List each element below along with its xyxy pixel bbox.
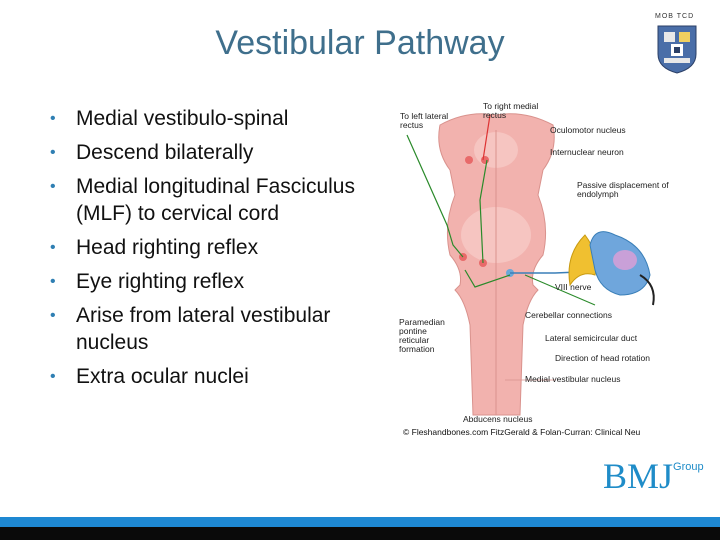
label-oculomotor-nucleus: Oculomotor nucleus (550, 125, 626, 135)
bullet-icon: • (50, 368, 56, 385)
diagram-illustration (406, 113, 655, 416)
bullet-item: •Head righting reflex (50, 236, 259, 259)
bullet-item: •Arise from lateral vestibular nucleus (50, 304, 331, 354)
label-left-lateral-rectus: To left lateral rectus (400, 111, 449, 130)
bullet-icon: • (50, 239, 56, 256)
bullet-item: •Descend bilaterally (50, 141, 254, 164)
bullet-item: •Eye righting reflex (50, 270, 245, 293)
bullet-list: •Medial vestibulo-spinal •Descend bilate… (50, 105, 390, 397)
page-title: Vestibular Pathway (215, 24, 505, 62)
label-viii-nerve: VIII nerve (555, 282, 592, 292)
bullet-item: •Medial longitudinal Fasciculus (MLF) to… (50, 175, 355, 225)
bmj-group-logo: BMJGroup (603, 455, 704, 497)
bullet-icon: • (50, 178, 56, 195)
bullet-item: •Medial vestibulo-spinal (50, 107, 289, 130)
label-internuclear-neuron: Internuclear neuron (550, 147, 624, 157)
label-right-medial-rectus: To right medial rectus (483, 101, 539, 120)
bullet-icon: • (50, 110, 56, 127)
label-cerebellar-connections: Cerebellar connections (525, 310, 612, 320)
label-paramedian-pontine: Paramedian pontine reticular formation (399, 317, 445, 354)
bmj-logo-text: BMJ (603, 456, 674, 496)
bmj-logo-suffix: Group (673, 461, 704, 473)
bullet-icon: • (50, 144, 56, 161)
bullet-icon: • (50, 273, 56, 290)
bullet-icon: • (50, 307, 56, 324)
label-medial-vestibular-nucleus: Medial vestibular nucleus (525, 374, 621, 384)
label-lateral-semicircular-duct: Lateral semicircular duct (545, 333, 638, 343)
label-abducens-nucleus: Abducens nucleus (463, 414, 533, 424)
bullet-item: •Extra ocular nuclei (50, 365, 249, 388)
label-direction-of-head-rotation: Direction of head rotation (555, 353, 650, 363)
vestibular-pathway-diagram: To left lateral rectus To right medial r… (395, 95, 675, 440)
university-crest-icon (657, 25, 697, 74)
university-logo-text: MOB TCD (655, 13, 695, 20)
figure-copyright: © Fleshandbones.com FitzGerald & Folan-C… (403, 427, 641, 437)
footer-accent-bar (0, 517, 720, 527)
label-passive-displacement: Passive displacement of endolymph (577, 180, 669, 199)
